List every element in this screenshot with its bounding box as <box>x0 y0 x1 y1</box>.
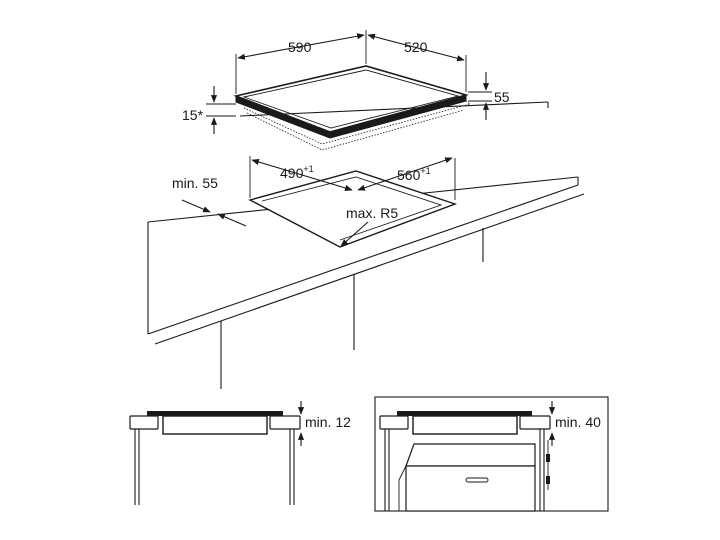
depth-dimension: 520 <box>367 33 467 92</box>
cutout-depth-label: 560+1 <box>397 166 431 183</box>
side2-clearance-label: min. 40 <box>555 414 601 430</box>
height-dimension: 55 <box>468 72 510 120</box>
side-view-1: min. 12 <box>129 401 351 505</box>
height-label: 55 <box>494 89 510 105</box>
side1-hob-glass <box>147 411 283 416</box>
corner-radius-label: max. R5 <box>346 205 398 221</box>
width-dimension: 590 <box>235 30 367 94</box>
hob-glass-top <box>233 65 469 133</box>
side-view-2: min. 40 <box>374 396 609 512</box>
width-label: 590 <box>288 39 312 55</box>
hob-frame-edge <box>235 94 467 139</box>
hob-perspective <box>233 65 471 151</box>
overhang-label: 15* <box>182 107 204 123</box>
cutout-depth-dimension: 560+1 <box>357 157 456 200</box>
side1-clearance-label: min. 12 <box>305 414 351 430</box>
worktop-perspective <box>147 101 585 389</box>
front-distance-dimension: min. 55 <box>172 175 247 227</box>
depth-label: 520 <box>404 39 428 55</box>
overhang-dimension: 15* <box>182 86 236 134</box>
side2-oven <box>398 440 550 512</box>
cutout-width-label: 490+1 <box>280 164 314 181</box>
cutout-width-dimension: 490+1 <box>249 156 353 198</box>
front-distance-label: min. 55 <box>172 175 218 191</box>
side1-hob-body <box>162 415 268 435</box>
corner-radius-callout: max. R5 <box>340 205 398 247</box>
